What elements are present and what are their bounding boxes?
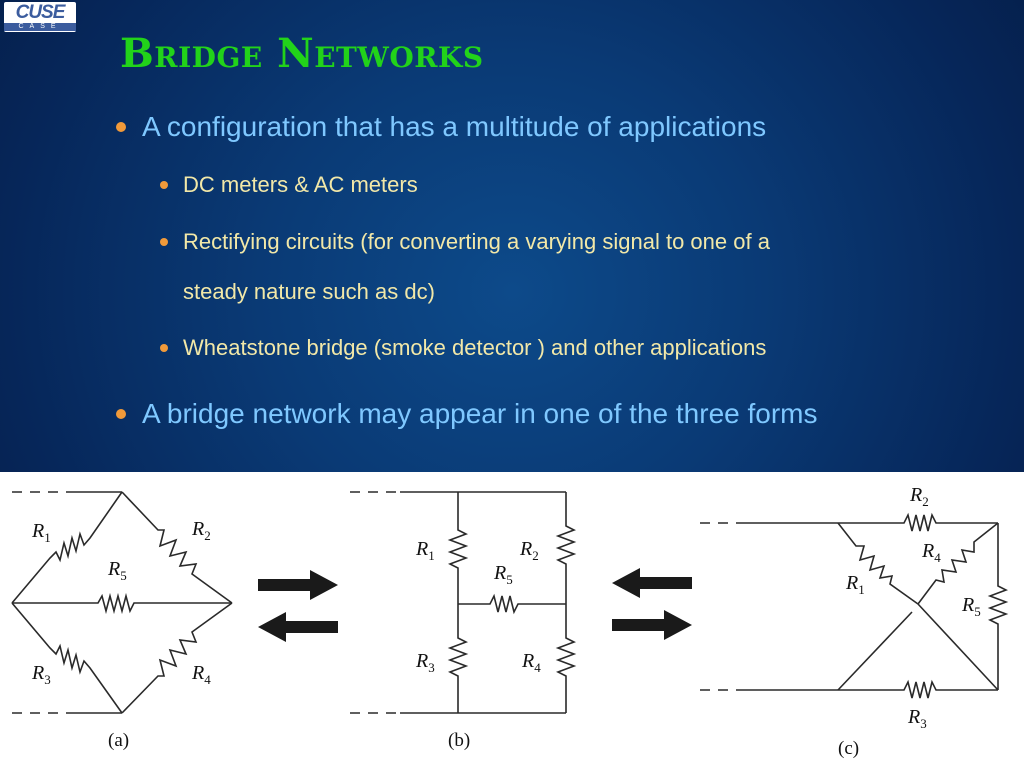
label-r5: R5	[962, 594, 981, 619]
arrow-left-icon	[258, 612, 338, 642]
label-r2: R2	[910, 484, 929, 509]
caption-c: (c)	[838, 738, 860, 759]
bullet-2: A bridge network may appear in one of th…	[142, 398, 818, 429]
bullet-dot	[116, 122, 126, 132]
bridge-figure: R1 R2 R5 R3 R4 R1 R2 R5 R3 R4 R2 R4 R1 R…	[0, 472, 1024, 768]
label-r4: R4	[922, 540, 941, 565]
label-r3: R3	[908, 706, 927, 731]
bridge-diagrams	[11, 491, 1009, 714]
caption-a: (a)	[108, 730, 130, 751]
bullet-dot	[116, 409, 126, 419]
label-r2: R2	[192, 518, 211, 543]
bullet-1: A configuration that has a multitude of …	[142, 111, 767, 142]
logo-word: CUSE	[15, 2, 66, 23]
label-r1: R1	[846, 572, 865, 597]
sub-bullet-3: Wheatstone bridge (smoke detector ) and …	[183, 335, 767, 360]
label-r1: R1	[32, 520, 51, 545]
sub-bullet-dot	[160, 181, 168, 189]
label-r4: R4	[192, 662, 211, 687]
label-r3: R3	[32, 662, 51, 687]
slide-title: Bridge Networks	[120, 30, 484, 77]
arrow-left-icon	[612, 568, 692, 598]
arrow-right-icon	[612, 610, 692, 640]
label-r2: R2	[520, 538, 539, 563]
logo: CUSE CASE	[4, 2, 76, 32]
sub-bullet-2-cont: steady nature such as dc)	[183, 279, 435, 304]
label-r4: R4	[522, 650, 541, 675]
arrow-right-icon	[258, 570, 338, 600]
sub-bullet-dot	[160, 238, 168, 246]
caption-b: (b)	[448, 730, 471, 751]
label-r5: R5	[108, 558, 127, 583]
sub-bullet-dot	[160, 344, 168, 352]
sub-bullet-1: DC meters & AC meters	[183, 172, 418, 197]
label-r1: R1	[416, 538, 435, 563]
label-r5: R5	[494, 562, 513, 587]
sub-bullet-2: Rectifying circuits (for converting a va…	[183, 229, 770, 254]
label-r3: R3	[416, 650, 435, 675]
logo-subtext: CASE	[4, 23, 76, 31]
